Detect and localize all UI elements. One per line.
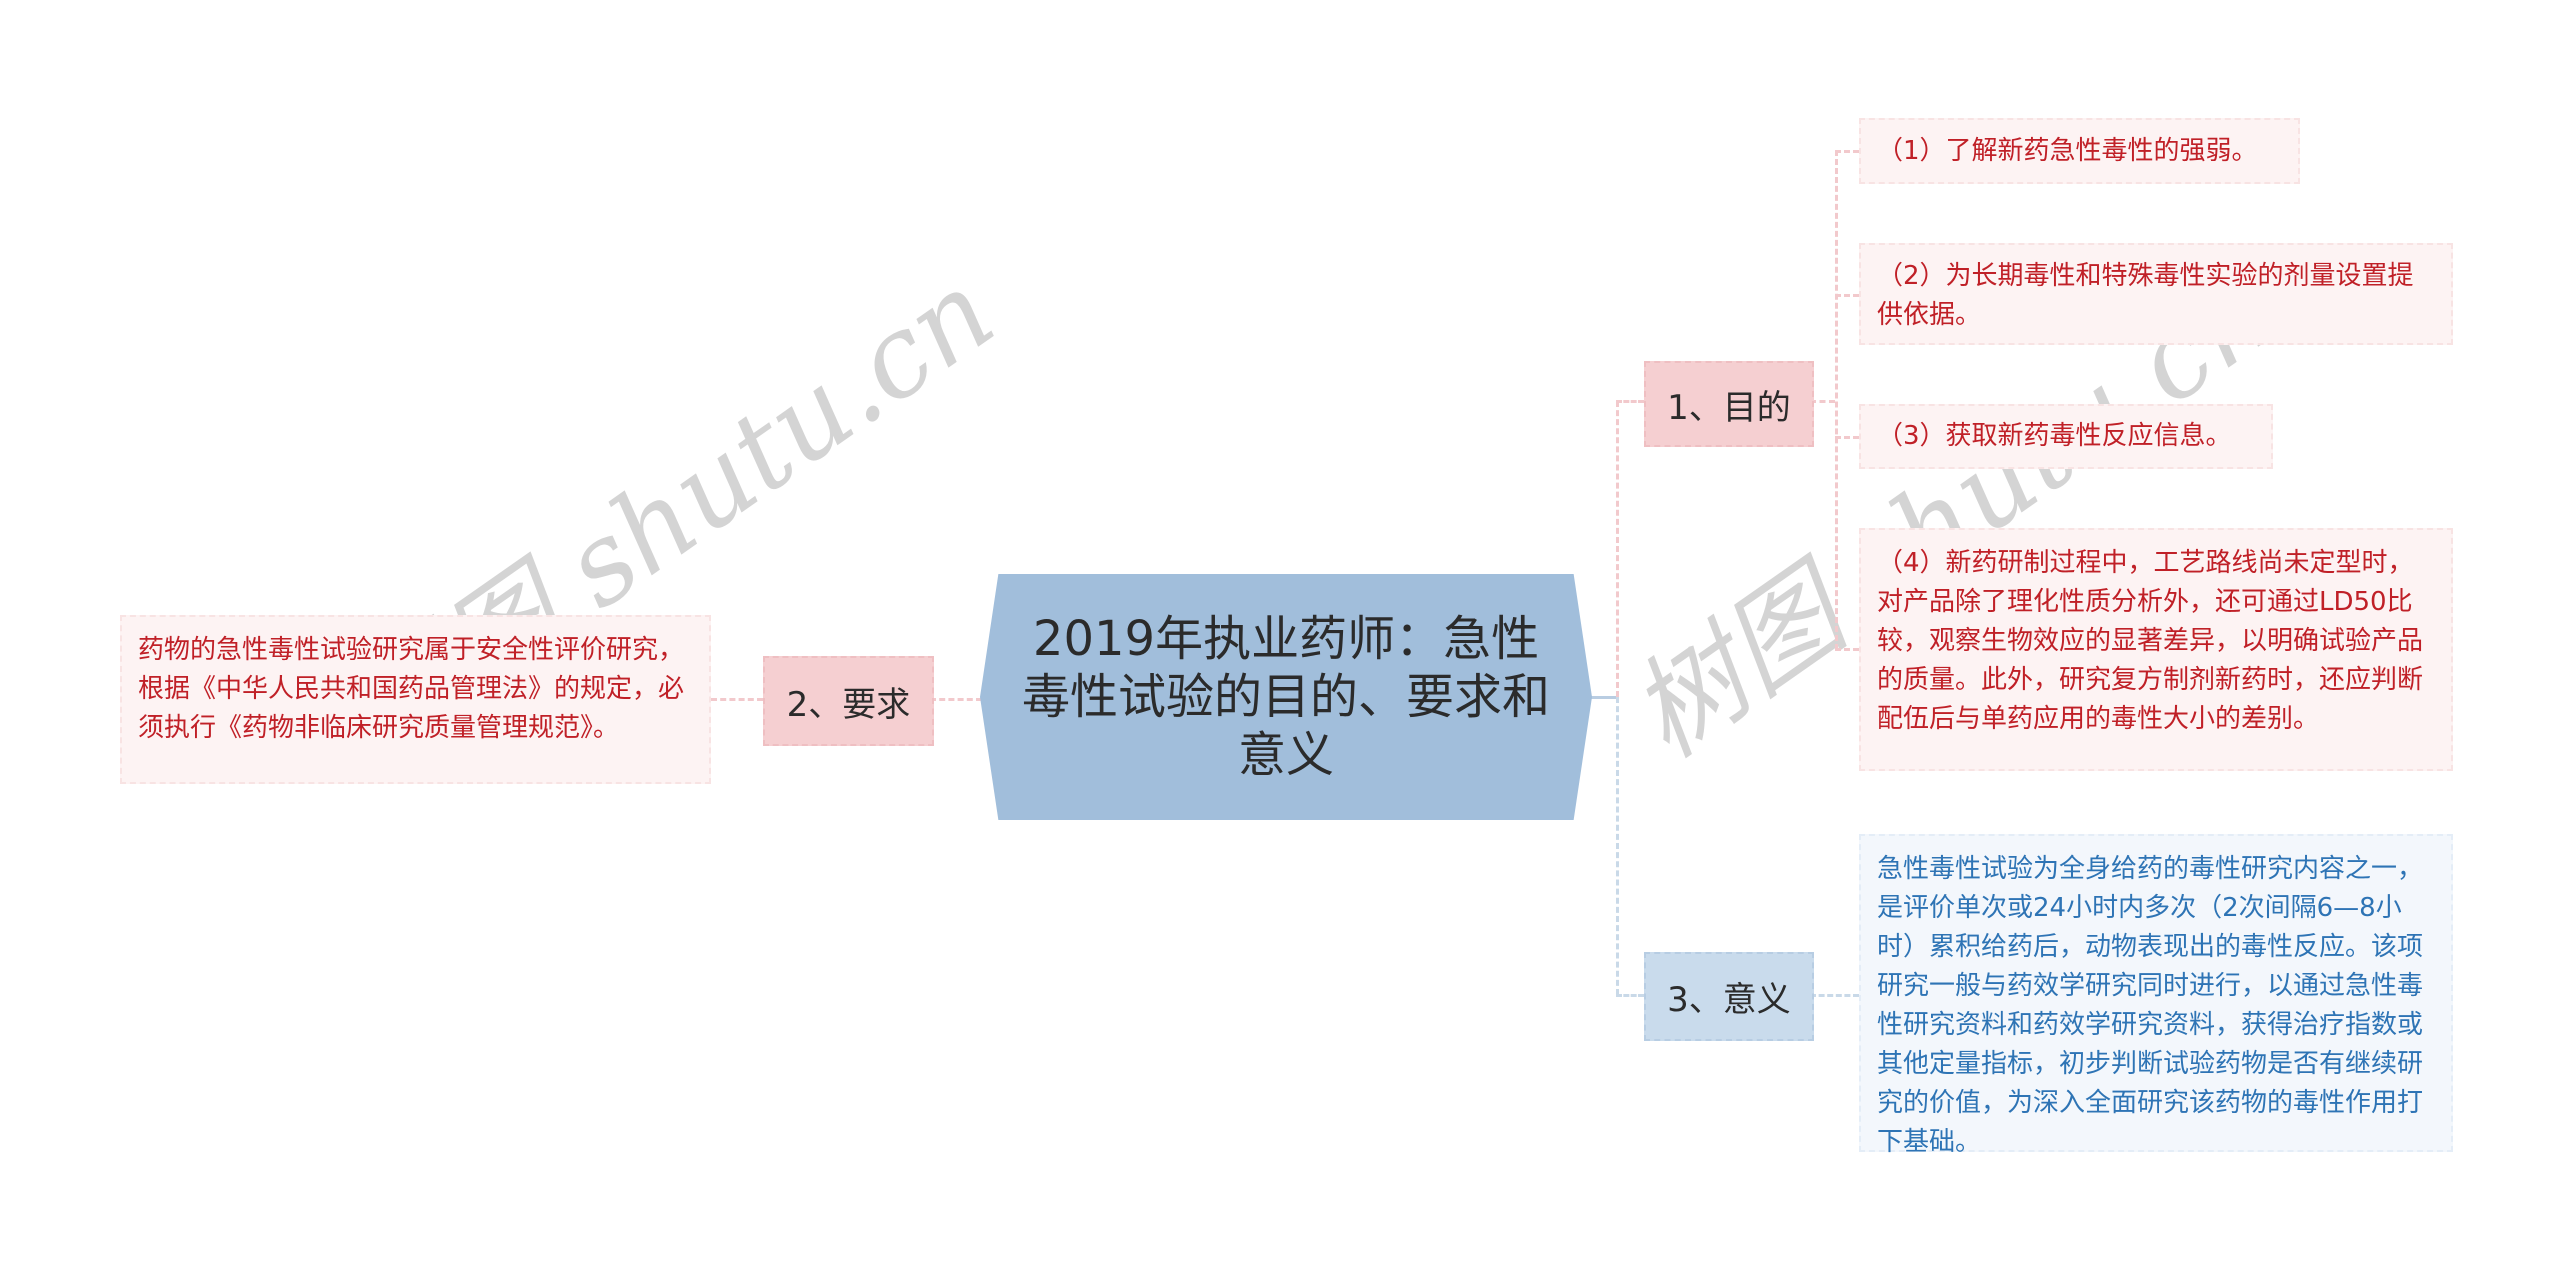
connector-spine-purpose: [1616, 401, 1619, 697]
connector-purpose-children-spine: [1835, 150, 1838, 650]
leaf-text: （4）新药研制过程中，工艺路线尚未定型时，对产品除了理化性质分析外，还可通过LD…: [1877, 548, 2424, 734]
leaf-text: 药物的急性毒性试验研究属于安全性评价研究，根据《中华人民共和国药品管理法》的规定…: [138, 635, 685, 743]
branch-purpose[interactable]: 1、目的: [1644, 361, 1814, 447]
connector-to-purpose: [1616, 400, 1644, 403]
leaf-purpose-1[interactable]: （1）了解新药急性毒性的强弱。: [1859, 118, 2300, 184]
connector-purpose-child-1: [1835, 150, 1859, 153]
connector-purpose-child-2: [1835, 294, 1859, 297]
leaf-requirement-1[interactable]: 药物的急性毒性试验研究属于安全性评价研究，根据《中华人民共和国药品管理法》的规定…: [120, 615, 711, 784]
branch-requirement-label: 2、要求: [786, 684, 911, 725]
connector-requirement-leaf: [711, 698, 763, 701]
leaf-text: （3）获取新药毒性反应信息。: [1877, 421, 2232, 451]
branch-purpose-label: 1、目的: [1667, 387, 1791, 428]
leaf-text: 急性毒性试验为全身给药的毒性研究内容之一，是评价单次或24小时内多次（2次间隔6…: [1877, 854, 2424, 1157]
connector-purpose-out: [1810, 400, 1835, 403]
connector-central-requirement: [930, 698, 982, 701]
branch-requirement[interactable]: 2、要求: [763, 656, 934, 746]
leaf-text: （1）了解新药急性毒性的强弱。: [1877, 135, 2258, 166]
leaf-purpose-4[interactable]: （4）新药研制过程中，工艺路线尚未定型时，对产品除了理化性质分析外，还可通过LD…: [1859, 528, 2453, 771]
connector-purpose-child-3: [1835, 436, 1859, 439]
connector-significance-child: [1810, 994, 1859, 997]
connector-central-right: [1590, 696, 1617, 699]
leaf-purpose-3[interactable]: （3）获取新药毒性反应信息。: [1859, 404, 2273, 469]
connector-spine-significance: [1616, 697, 1619, 995]
branch-significance-label: 3、意义: [1667, 980, 1791, 1020]
connector-purpose-child-4: [1835, 648, 1859, 651]
leaf-purpose-2[interactable]: （2）为长期毒性和特殊毒性实验的剂量设置提供依据。: [1859, 243, 2453, 345]
connector-to-significance: [1616, 994, 1644, 997]
central-topic-text: 2019年执业药师：急性毒性试验的目的、要求和意义: [1021, 611, 1550, 783]
leaf-significance-1[interactable]: 急性毒性试验为全身给药的毒性研究内容之一，是评价单次或24小时内多次（2次间隔6…: [1859, 834, 2453, 1157]
central-topic[interactable]: 2019年执业药师：急性毒性试验的目的、要求和意义: [980, 574, 1592, 820]
leaf-text: （2）为长期毒性和特殊毒性实验的剂量设置提供依据。: [1877, 261, 2414, 330]
branch-significance[interactable]: 3、意义: [1644, 952, 1814, 1041]
